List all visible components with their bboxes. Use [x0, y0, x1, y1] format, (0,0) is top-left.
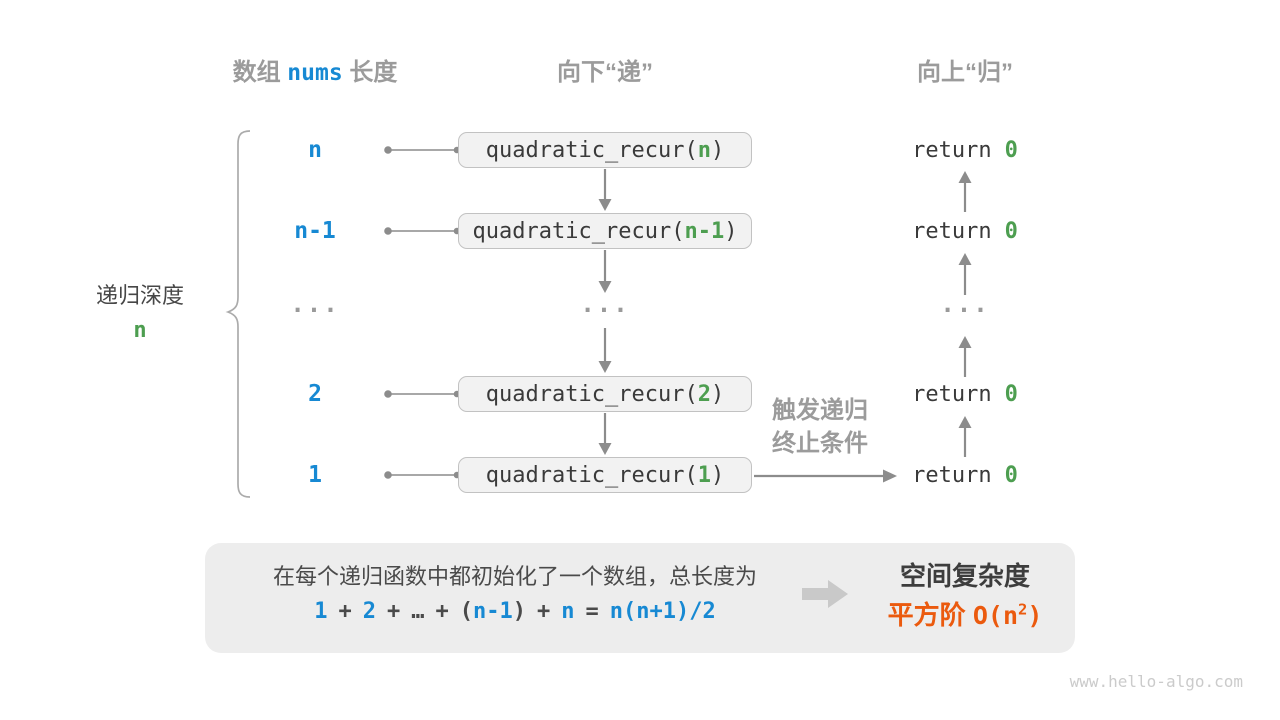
complexity-order-label: 平方阶 — [887, 600, 966, 630]
formula-operator: + — [338, 599, 352, 624]
return-keyword: return — [912, 137, 992, 163]
website-watermark: www.hello-algo.com — [1069, 672, 1243, 691]
call-arg: 1 — [697, 462, 711, 488]
formula-paren-group: ( n-1 ) — [460, 599, 526, 624]
return-keyword: return — [912, 462, 992, 488]
call-text: quadratic_recur( — [472, 218, 685, 244]
call-text: ) — [710, 137, 725, 163]
return-statement-1: return 0 — [880, 457, 1050, 493]
right-block-arrow-icon — [802, 580, 848, 608]
return-value: 0 — [1004, 137, 1018, 163]
trigger-label-line1: 触发递归 — [772, 397, 868, 424]
return-value: 0 — [1004, 218, 1018, 244]
formula-operator: + — [435, 599, 449, 624]
formula-term: n-1 — [473, 599, 513, 624]
formula-ellipsis: … — [411, 599, 425, 624]
call-text: ) — [724, 218, 738, 244]
return-statement-n-1: return 0 — [880, 213, 1050, 249]
call-arg: n-1 — [684, 218, 725, 244]
return-statement-2: return 0 — [880, 376, 1050, 412]
array-header-suffix: 长度 — [349, 59, 398, 86]
recursion-depth-value: n — [133, 318, 147, 343]
ellipsis-return-column: ... — [940, 290, 990, 318]
return-value: 0 — [1004, 381, 1018, 407]
base-case-arrow-icon — [754, 469, 897, 483]
formula-term: 2 — [362, 599, 377, 624]
return-keyword: return — [912, 218, 992, 244]
nums-code-text: nums — [287, 60, 343, 86]
call-box-1: quadratic_recur(1) — [458, 457, 752, 493]
call-text: ) — [710, 381, 725, 407]
call-box-2: quadratic_recur(2) — [458, 376, 752, 412]
column-header-array-length: 数组 nums 长度 — [140, 58, 490, 88]
formula-result: n(n+1)/2 — [609, 599, 716, 624]
call-box-n-1: quadratic_recur(n-1) — [458, 213, 752, 249]
ellipsis-call-column: ... — [580, 290, 630, 318]
formula-equals: = — [585, 599, 599, 624]
formula-operator: + — [387, 599, 401, 624]
formula-paren-close: ) — [512, 599, 527, 624]
big-o-notation: O(n2) — [972, 600, 1043, 630]
call-arg: 2 — [697, 381, 711, 407]
depth-value-2: 2 — [308, 381, 322, 407]
return-keyword: return — [912, 381, 992, 407]
total-length-formula: 1 + 2 + … + ( n-1 ) + n = n(n+1)/2 — [220, 599, 810, 624]
formula-term: 1 — [314, 599, 328, 624]
space-complexity-title: 空间复杂度 — [899, 561, 1030, 591]
return-statement-n: return 0 — [880, 132, 1050, 168]
recursion-depth-label: 递归深度 — [95, 283, 184, 308]
ellipsis-depth-column: ... — [290, 290, 340, 318]
trigger-label-line2: 终止条件 — [772, 430, 868, 457]
column-header-return-up: 向上“归” — [917, 59, 1013, 86]
call-text: quadratic_recur( — [485, 137, 698, 163]
call-text: quadratic_recur( — [485, 381, 698, 407]
array-header-prefix: 数组 — [232, 59, 281, 86]
space-complexity-value: 平方阶 O(n2) — [850, 595, 1080, 632]
summary-panel: 在每个递归函数中都初始化了一个数组，总长度为 1 + 2 + … + ( n-1… — [205, 543, 1075, 653]
call-text: quadratic_recur( — [485, 462, 698, 488]
depth-value-n-1: n-1 — [294, 218, 336, 244]
call-arg: n — [697, 137, 711, 163]
formula-term: n — [561, 599, 575, 624]
return-value: 0 — [1004, 462, 1018, 488]
formula-paren-open: ( — [459, 599, 474, 624]
summary-text: 在每个递归函数中都初始化了一个数组，总长度为 — [272, 564, 757, 589]
call-text: ) — [710, 462, 725, 488]
formula-operator: + — [537, 599, 551, 624]
recursion-depth-brace — [225, 130, 251, 498]
column-header-recurse-down: 向下“递” — [557, 59, 653, 86]
connector-lines — [384, 146, 461, 479]
depth-value-1: 1 — [308, 462, 322, 488]
call-box-n: quadratic_recur(n) — [458, 132, 752, 168]
depth-value-n: n — [308, 137, 322, 163]
